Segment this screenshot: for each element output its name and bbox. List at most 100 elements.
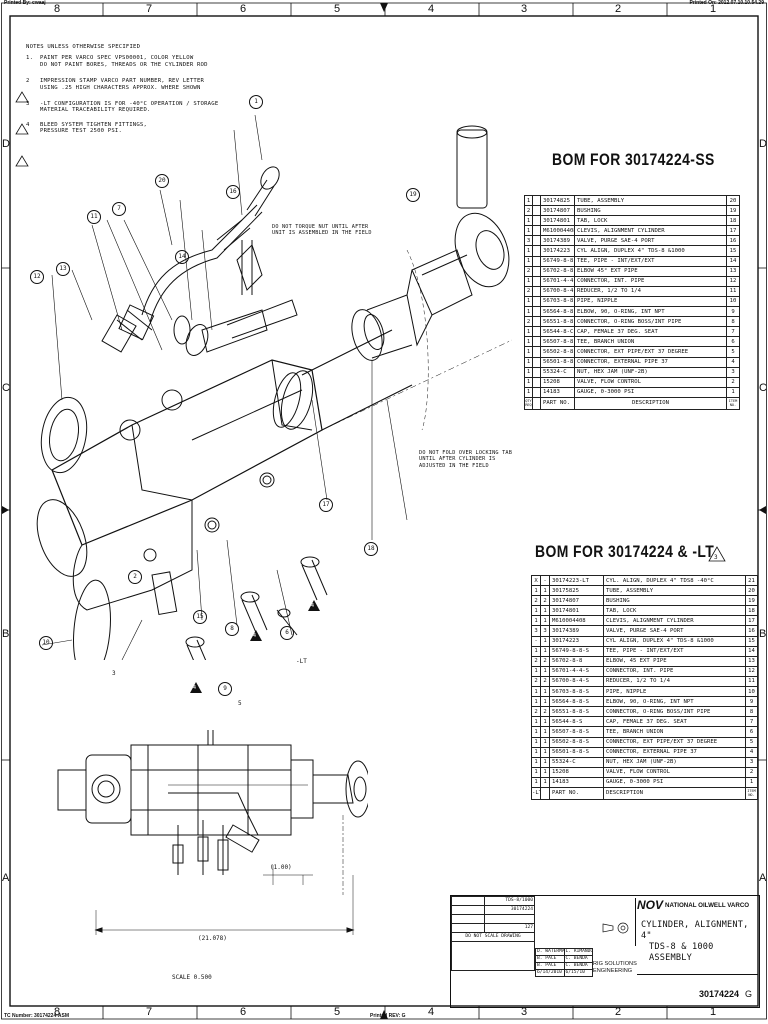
bom-ss-item-no: 11 — [726, 285, 740, 297]
balloon-item-2: 2 — [128, 570, 142, 584]
bom-lt-description: CONNECTOR, EXTERNAL PIPE 37 — [603, 746, 746, 758]
assembly-isometric-view — [36, 114, 513, 660]
bom-ss-blank — [532, 255, 541, 267]
note-flag-4a-label: 4 — [311, 603, 315, 609]
bom-ss-blank — [532, 194, 541, 207]
zone-col-8-bottom: 8 — [54, 1006, 61, 1018]
bom-lt-description: TAB, LOCK — [603, 605, 746, 617]
bom-lt-item-no: 9 — [745, 696, 758, 708]
bom-ss-qty: 1 — [524, 255, 533, 267]
bom-lt-part-no: 56701-4-4-S — [549, 665, 604, 677]
bom-ss-description: GAUGE, 0-3000 PSI — [574, 386, 727, 398]
bom-ss-item-no: 18 — [726, 215, 740, 227]
bom-lt-description: TEE, PIPE - INT/EXT/EXT — [603, 645, 746, 657]
bom-ss-description: ELBOW 45° EXT PIPE — [574, 265, 727, 277]
bom-ss-description: CONNECTOR, EXTERNAL PIPE 37 — [574, 356, 727, 368]
bom-lt-item-no: 6 — [745, 726, 758, 738]
bom-lt-item-no: 1 — [745, 776, 758, 788]
cylinder-rod — [272, 329, 413, 431]
bom-lt-part-no: 56501-8-8-S — [549, 746, 604, 758]
balloon-item-20: 20 — [155, 174, 169, 188]
bom-lt-item-no: 5 — [745, 736, 758, 748]
zone-row-b-right: B — [759, 628, 767, 640]
bom-lt-part-no: 56551-8-8-S — [549, 706, 604, 718]
bom-lt-description: CYL. ALIGN, DUPLEX 4" TDS8 -40°C — [603, 574, 746, 587]
bom-ss-blank — [532, 285, 541, 297]
note-flag-4c-label: 4 — [253, 633, 257, 639]
bom-ss-item-no: 13 — [726, 265, 740, 277]
bom-ss-part-no: M610004408 — [540, 225, 575, 237]
dept-line-1: RIG SOLUTIONS — [593, 961, 637, 967]
bom-lt-description: NUT, HEX JAM (UNF-2B) — [603, 756, 746, 768]
note-flag-4b — [190, 682, 202, 693]
note-flag-4a — [308, 600, 320, 611]
bom-ss-description: TAB, LOCK — [574, 215, 727, 227]
bom-ss-part-no: 30174223 — [540, 245, 575, 257]
bom-lt-part-no: 14183 — [549, 776, 604, 788]
bom-lt-header-blank — [540, 786, 550, 800]
bom-ss-qty: 1 — [524, 336, 533, 348]
bom-lt-qty-lt: X — [531, 574, 541, 587]
bom-ss-qty: 2 — [524, 285, 533, 297]
bom-ss-part-no: 56502-8-8-C — [540, 346, 575, 358]
nov-logo: NOV — [637, 898, 664, 912]
bom-lt-qty-lt: 1 — [531, 585, 541, 597]
note-flag-4c — [250, 630, 262, 641]
weight: 127 — [484, 923, 535, 933]
bom-lt-item-no: 10 — [745, 686, 758, 698]
zone-col-6: 6 — [240, 3, 247, 15]
balloon-item-6: 6 — [280, 626, 294, 640]
bom-ss-part-no: 56701-4-4-C — [540, 275, 575, 287]
bom-lt-qty: 1 — [540, 756, 550, 768]
note-2-num: 2 — [26, 78, 30, 85]
fittings — [118, 240, 298, 356]
bom-ss-blank — [532, 245, 541, 257]
bom-lt-qty-lt: 2 — [531, 655, 541, 667]
bom-lt-qty-lt: 1 — [531, 665, 541, 677]
bom-ss-part-no: 56702-8-8 — [540, 265, 575, 277]
bom-lt-description: ELBOW, 90, O-RING, INT NPT — [603, 696, 746, 708]
drawing-rev: G — [745, 989, 753, 999]
bom-lt-qty-lt: 1 — [531, 686, 541, 698]
drawn-by: D. WATERMAN — [535, 948, 565, 956]
zone-col-7-bottom: 7 — [146, 1006, 153, 1018]
dim-21-078: (21.078) — [196, 935, 229, 942]
bom-ss-part-no: 30174389 — [540, 235, 575, 247]
balloon-item-18: 18 — [364, 542, 378, 556]
bom-ss-part-no: 56551-8-8-C — [540, 316, 575, 328]
note-flag-4b-label: 4 — [193, 685, 197, 691]
bom-lt-item-no: 19 — [745, 595, 758, 607]
tube-assembly — [101, 166, 280, 353]
bom-ss-part-no: 30174801 — [540, 215, 575, 227]
drawing-title-line-1: CYLINDER, ALIGNMENT, 4" — [641, 920, 749, 941]
bom-lt-qty-lt: 1 — [531, 716, 541, 728]
bom-lt-delta-flag — [708, 546, 726, 562]
bom-lt-item-no: 2 — [745, 766, 758, 778]
balloon-item-9: 9 — [218, 682, 232, 696]
bom-lt-qty-lt: 1 — [531, 696, 541, 708]
balloon-item-14: 14 — [175, 250, 189, 264]
do-not-fold-line-2: UNTIL AFTER CYLINDER IS — [419, 456, 496, 463]
assembly-plan-view — [57, 730, 368, 935]
zone-col-6-bottom: 6 — [240, 1006, 247, 1018]
bom-ss-qty: 1 — [524, 376, 533, 388]
bom-lt-description: BUSHING — [603, 595, 746, 607]
bom-ss-description: PIPE, NIPPLE — [574, 295, 727, 308]
bom-ss-qty: 1 — [524, 194, 533, 207]
approved-by: B. PACE — [535, 962, 565, 970]
checked-check: C. BENDA — [563, 955, 593, 963]
bom-lt-qty-lt: 2 — [531, 675, 541, 688]
zone-row-d-right: D — [759, 138, 767, 150]
bom-ss-blank — [532, 356, 541, 368]
bom-ss-part-no: 30174807 — [540, 205, 575, 217]
bom-lt-item-no: 21 — [745, 574, 758, 587]
